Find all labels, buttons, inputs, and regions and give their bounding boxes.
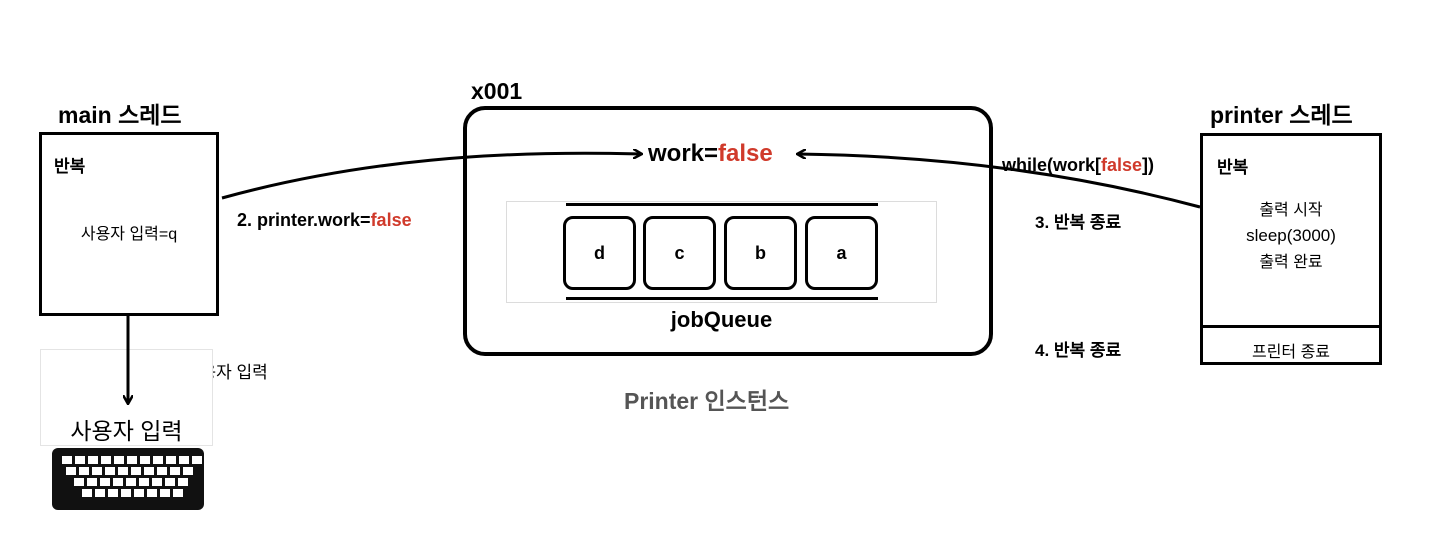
keyboard-key [170, 467, 180, 475]
keyboard-key [183, 467, 193, 475]
keyboard-key [105, 467, 115, 475]
queue-item: d [563, 216, 636, 290]
keyboard-key [62, 456, 72, 464]
keyboard-key [139, 478, 149, 486]
assign-prefix: 2. printer.work= [237, 210, 371, 230]
keyboard-key [79, 467, 89, 475]
keyboard-key [74, 478, 84, 486]
queue-item: c [643, 216, 716, 290]
keyboard-keys [62, 456, 202, 497]
instance-ref: x001 [471, 78, 523, 104]
printer-thread-title: printer 스레드 [1210, 102, 1353, 128]
queue-item: a [805, 216, 878, 290]
while-suffix: ]) [1142, 155, 1155, 175]
main-loop-label: 반복 [54, 157, 86, 176]
printer-line: sleep(3000) [1246, 226, 1336, 245]
keyboard-key [127, 456, 137, 464]
keyboard-key [166, 456, 176, 464]
printer-instance-caption: Printer 인스턴스 [624, 388, 790, 414]
keyboard-key [153, 456, 163, 464]
keyboard-key [113, 478, 123, 486]
keyboard-key [92, 467, 102, 475]
keyboard-key [121, 489, 131, 497]
keyboard-key [100, 478, 110, 486]
printer-end-label: 프린터 종료 [1251, 344, 1331, 361]
job-queue-top-rail [566, 203, 878, 206]
printer-line: 출력 시작 [1259, 202, 1323, 219]
printer-line: 출력 완료 [1259, 254, 1323, 271]
printer-end-divider [1203, 325, 1379, 328]
job-queue-bottom-rail [566, 297, 878, 300]
main-input-text: 사용자 입력=q [80, 226, 178, 243]
keyboard-key [87, 478, 97, 486]
job-queue-label: jobQueue [670, 307, 773, 332]
while-prefix: while(work[ [1002, 155, 1102, 175]
keyboard-key [179, 456, 189, 464]
main-thread-box: 반복 사용자 입력=q [39, 132, 219, 316]
keyboard-key [82, 489, 92, 497]
assign-arrow [221, 153, 641, 200]
keyboard-key [140, 456, 150, 464]
keyboard-key [126, 478, 136, 486]
keyboard-key [131, 467, 141, 475]
keyboard-key [95, 489, 105, 497]
keyboard-key [147, 489, 157, 497]
while-label: while(work[false]) [1002, 155, 1154, 176]
work-field: work=false [648, 140, 773, 168]
keyboard-key [178, 478, 188, 486]
while-arrow [798, 154, 1201, 209]
keyboard-key [165, 478, 175, 486]
step4-label: 4. 반복 종료 [1035, 341, 1122, 360]
keyboard-key [152, 478, 162, 486]
assign-value: false [370, 210, 412, 230]
while-value: false [1101, 155, 1143, 175]
keyboard-key [160, 489, 170, 497]
keyboard-key [101, 456, 111, 464]
printer-thread-box: 반복 출력 시작 sleep(3000) 출력 완료 프린터 종료 [1200, 133, 1382, 365]
keyboard-icon [52, 448, 204, 510]
keyboard-key [192, 456, 202, 464]
assign-label: 2. printer.work=false [237, 210, 412, 231]
keyboard-key [88, 456, 98, 464]
keyboard-key [157, 467, 167, 475]
keyboard-key [114, 456, 124, 464]
work-field-name: work= [648, 140, 719, 167]
keyboard-key [66, 467, 76, 475]
keyboard-key [108, 489, 118, 497]
keyboard-key [118, 467, 128, 475]
keyboard-key [173, 489, 183, 497]
user-input-label: 사용자 입력 [70, 418, 183, 444]
keyboard-key [75, 456, 85, 464]
keyboard-key [134, 489, 144, 497]
printer-loop-label: 반복 [1217, 158, 1249, 177]
queue-item: b [724, 216, 797, 290]
main-thread-title: main 스레드 [58, 102, 182, 128]
work-field-value: false [718, 140, 773, 167]
step3-label: 3. 반복 종료 [1035, 213, 1122, 232]
keyboard-key [144, 467, 154, 475]
